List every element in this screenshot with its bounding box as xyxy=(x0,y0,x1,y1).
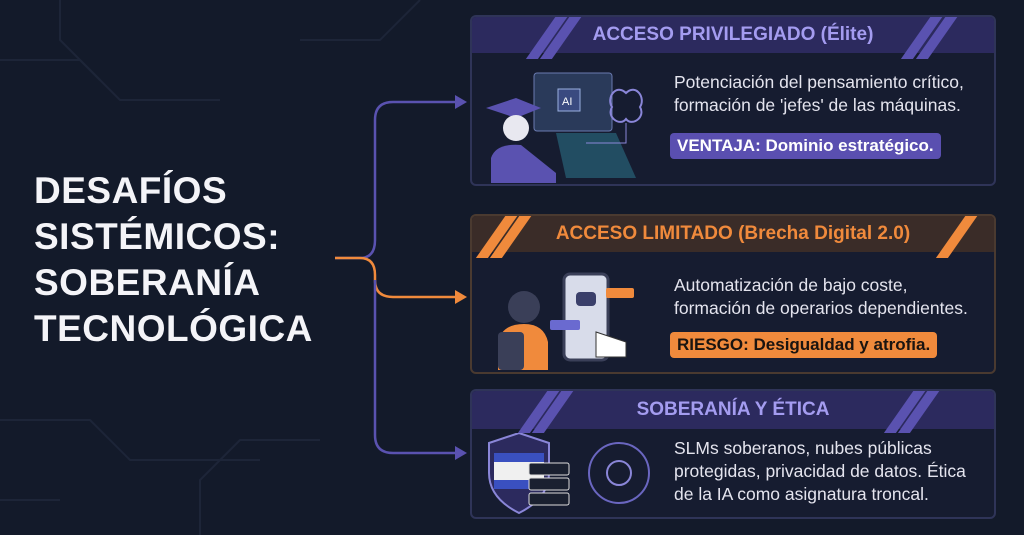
desc-line: Automatización de bajo coste, xyxy=(674,275,908,295)
student-phone-bot-icon xyxy=(498,272,634,370)
title-line: TECNOLÓGICA xyxy=(34,308,313,349)
card-description: SLMs soberanos, nubes públicas protegida… xyxy=(674,437,966,506)
card-description: Automatización de bajo coste, formación … xyxy=(674,274,968,320)
main-title: DESAFÍOS SISTÉMICOS: SOBERANÍA TECNOLÓGI… xyxy=(34,168,313,352)
risk-badge: RIESGO: Desigualdad y atrofia. xyxy=(670,332,938,358)
desc-line: Potenciación del pensamiento crítico, xyxy=(674,72,964,92)
card-title: ACCESO LIMITADO (Brecha Digital 2.0) xyxy=(555,223,911,244)
arrow-soberania xyxy=(455,446,467,460)
student-ai-icon: AI xyxy=(486,72,643,183)
shield-server-brain-icon xyxy=(488,433,650,515)
card-acceso-privilegiado: ACCESO PRIVILEGIADO (Élite) AI Potenciac… xyxy=(470,15,996,186)
arrow-elite xyxy=(455,95,467,109)
arrow-limitado xyxy=(455,290,467,304)
card-description: Potenciación del pensamiento crítico, fo… xyxy=(674,71,964,117)
card-header: ACCESO LIMITADO (Brecha Digital 2.0) xyxy=(472,216,994,258)
desc-line: SLMs soberanos, nubes públicas xyxy=(674,438,932,458)
connector-limitado xyxy=(335,256,455,299)
desc-line: formación de 'jefes' de las máquinas. xyxy=(674,95,961,115)
card-title: SOBERANÍA Y ÉTICA xyxy=(636,399,830,420)
advantage-badge: VENTAJA: Dominio estratégico. xyxy=(670,133,941,159)
desc-line: protegidas, privacidad de datos. Ética xyxy=(674,461,966,481)
card-title: ACCESO PRIVILEGIADO (Élite) xyxy=(592,24,874,45)
connector-soberania xyxy=(373,280,455,455)
desc-line: de la IA como asignatura troncal. xyxy=(674,484,929,504)
connector-elite xyxy=(335,100,455,260)
ai-chip-label: AI xyxy=(562,96,572,108)
desc-line: formación de operarios dependientes. xyxy=(674,298,968,318)
card-header: ACCESO PRIVILEGIADO (Élite) xyxy=(472,17,994,59)
title-line: DESAFÍOS xyxy=(34,170,228,211)
card-acceso-limitado: ACCESO LIMITADO (Brecha Digital 2.0) Aut… xyxy=(470,214,996,374)
card-soberania-etica: SOBERANÍA Y ÉTICA SLMs soberanos, nubes … xyxy=(470,389,996,519)
title-line: SOBERANÍA xyxy=(34,262,261,303)
title-line: SISTÉMICOS: xyxy=(34,216,281,257)
card-header: SOBERANÍA Y ÉTICA xyxy=(472,391,994,433)
